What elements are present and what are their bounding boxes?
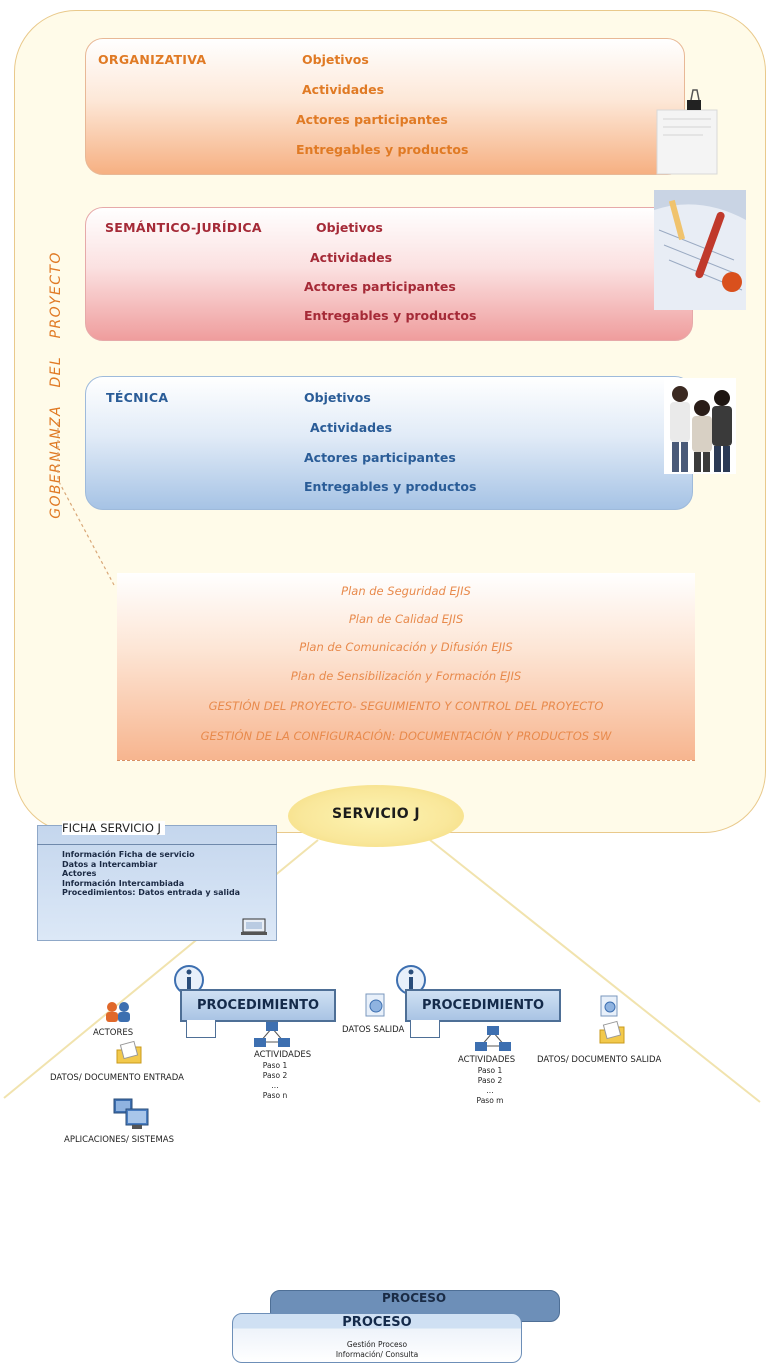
org-item-actores: Actores participantes (296, 112, 448, 127)
proceso-sub-1: Gestión Proceso (346, 1340, 408, 1349)
sem-item-entregables: Entregables y productos (304, 308, 477, 323)
ficha-item: Información Ficha de servicio (62, 850, 195, 859)
section-semantico-title: SEMÁNTICO-JURÍDICA (105, 220, 262, 235)
section-organizativa-title: ORGANIZATIVA (98, 52, 207, 67)
actores-icon (106, 1002, 130, 1022)
tec-item-actividades: Actividades (310, 420, 393, 435)
procedimiento-right-tab (410, 1020, 440, 1038)
org-item-objetivos: Objetivos (302, 52, 369, 67)
step-item: ... (271, 1081, 279, 1090)
aplicaciones-label: APLICACIONES/ SISTEMAS (64, 1135, 175, 1145)
ficha-item: Datos a Intercambiar (62, 859, 158, 869)
governance-dashed-connector (57, 422, 115, 586)
step-item: ... (486, 1086, 494, 1095)
servicio-label: SERVICIO J (332, 806, 420, 822)
step-item: Paso 2 (477, 1076, 503, 1085)
proceso-front-label: PROCESO (342, 1315, 412, 1330)
step-item: Paso 1 (262, 1061, 288, 1070)
tec-item-actores: Actores participantes (304, 450, 456, 465)
section-tecnica (85, 376, 693, 510)
section-semantico-juridica (85, 207, 693, 341)
team-people-photo (664, 378, 736, 474)
actividades-label-right: ACTIVIDADES (458, 1055, 516, 1065)
proceso-front-box (232, 1313, 522, 1363)
plan-gestion-proyecto: GESTIÓN DEL PROYECTO- SEGUIMIENTO Y CONT… (208, 699, 604, 713)
step-item: Paso 1 (477, 1066, 503, 1075)
section-organizativa (85, 38, 685, 175)
ficha-items: Información Ficha de servicio Datos a In… (62, 850, 240, 898)
ficha-item: Actores (62, 869, 97, 878)
steps-right: Paso 1 Paso 2 ... Paso m (470, 1066, 510, 1106)
sem-item-actividades: Actividades (310, 250, 393, 265)
step-item: Paso 2 (262, 1071, 288, 1080)
document-entrada-icon (116, 1040, 142, 1064)
monitor-icon (241, 918, 267, 935)
procedimiento-box-left: PROCEDIMIENTO (180, 989, 336, 1022)
plan-calidad: Plan de Calidad EJIS (348, 612, 464, 626)
procedimiento-left-label: PROCEDIMIENTO (196, 998, 320, 1013)
plan-seguridad: Plan de Seguridad EJIS (341, 584, 471, 598)
datos-salida-icon (365, 993, 385, 1017)
procedimiento-right-label: PROCEDIMIENTO (421, 998, 545, 1013)
org-item-actividades: Actividades (302, 82, 385, 97)
sem-item-actores: Actores participantes (304, 279, 456, 294)
datos-salida-label: DATOS SALIDA (342, 1025, 405, 1035)
procedimiento-left-tab (186, 1020, 216, 1038)
ficha-servicio-title: FICHA SERVICIO J (62, 821, 165, 835)
servicio-ellipse (288, 785, 464, 847)
plan-comunicacion: Plan de Comunicación y Difusión EJIS (299, 640, 513, 654)
legal-documents-photo (654, 190, 746, 310)
actores-label: ACTORES (93, 1028, 134, 1038)
plan-gestion-configuracion: GESTIÓN DE LA CONFIGURACIÓN: DOCUMENTACI… (200, 729, 612, 743)
document-salida-icon (599, 1020, 625, 1044)
ficha-item: Información Intercambiada (62, 878, 185, 888)
steps-left: Paso 1 Paso 2 ... Paso n (255, 1061, 295, 1101)
ficha-divider (37, 844, 277, 845)
step-item: Paso n (262, 1091, 288, 1100)
tec-item-objetivos: Objetivos (304, 390, 371, 405)
document-clip-image (656, 89, 718, 175)
org-item-entregables: Entregables y productos (296, 142, 469, 157)
plan-sensibilizacion: Plan de Sensibilización y Formación EJIS (290, 669, 522, 683)
actividades-network-icon-right (475, 1026, 511, 1051)
ficha-item: Procedimientos: Datos entrada y salida (62, 888, 241, 897)
info-icon-right (396, 965, 426, 995)
actividades-label-left: ACTIVIDADES (254, 1050, 312, 1060)
datos-entrada-label: DATOS/ DOCUMENTO ENTRADA (50, 1073, 184, 1083)
aplicaciones-icon (113, 1098, 149, 1129)
datos-doc-salida-label: DATOS/ DOCUMENTO SALIDA (537, 1055, 662, 1065)
tec-item-entregables: Entregables y productos (304, 479, 477, 494)
proceso-sub-2: Información/ Consulta (335, 1350, 419, 1359)
procedimiento-box-right: PROCEDIMIENTO (405, 989, 561, 1022)
step-item: Paso m (476, 1096, 504, 1105)
document-salida-top-icon (600, 995, 618, 1017)
plans-box: Plan de Seguridad EJIS Plan de Calidad E… (117, 573, 695, 761)
section-tecnica-title: TÉCNICA (106, 390, 169, 405)
actividades-network-icon-left (254, 1022, 290, 1047)
sem-item-objetivos: Objetivos (316, 220, 383, 235)
proceso-back-label: PROCESO (381, 1291, 447, 1305)
